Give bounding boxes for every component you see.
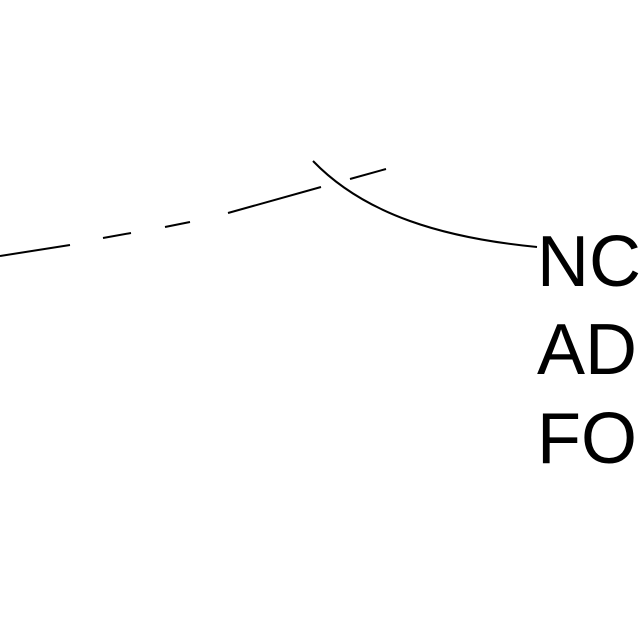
curved-connector-line <box>312 160 538 248</box>
label-line-2: AD <box>537 310 638 390</box>
label-line-1: NC <box>537 222 640 302</box>
solid-connector-line <box>0 168 387 257</box>
label-line-3: FO <box>537 399 637 479</box>
